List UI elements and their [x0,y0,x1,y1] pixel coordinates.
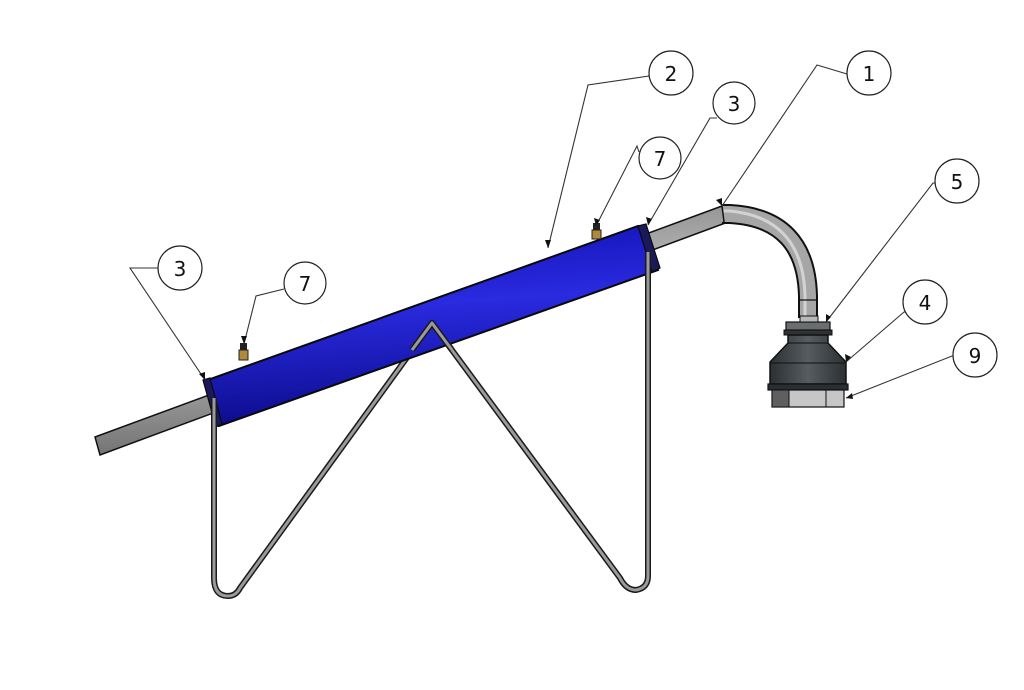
leader-3-left [128,267,206,381]
balloon-3-right: 3 [712,81,756,125]
balloon-label: 5 [951,170,964,194]
balloon-label: 3 [728,92,741,116]
balloon-7-left: 7 [283,261,327,305]
fitting-assembly [767,315,849,408]
balloon-label: 1 [863,62,876,86]
balloon-label: 7 [299,272,312,296]
right-valve [591,223,602,240]
leader-5 [825,182,935,323]
hex-nut [771,389,845,408]
balloon-4: 4 [902,279,948,325]
leader-7-left [243,288,285,345]
leader-arrowheads [199,198,853,399]
leader-9 [845,355,954,399]
balloon-1: 1 [846,50,892,96]
balloon-9: 9 [952,332,998,378]
balloon-7-right: 7 [638,136,682,180]
balloon-5: 5 [934,158,980,204]
balloon-label: 7 [654,147,667,171]
left-valve [238,343,249,361]
leader-lines [128,64,954,399]
balloon-2: 2 [648,50,694,96]
balloon-label: 2 [665,62,678,86]
reducer-body [769,334,847,385]
leader-3-right [647,117,717,226]
balloon-label: 9 [969,344,982,368]
leader-4 [845,311,907,363]
balloon-label: 3 [174,257,187,281]
leader-2 [547,75,650,249]
balloon-label: 4 [919,291,932,315]
leader-7-right [595,144,640,227]
leader-1 [721,64,848,207]
fitting-ring [785,321,831,331]
balloon-3-left: 3 [157,245,203,291]
pipe-bend [721,204,818,318]
wire-stand-front [211,252,651,430]
